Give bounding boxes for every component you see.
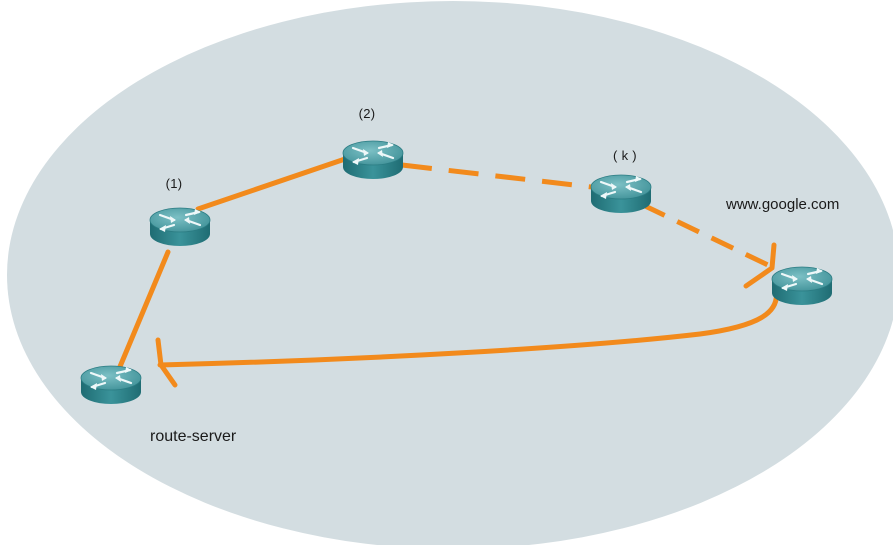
link-hop-2-hop-k (401, 162, 601, 191)
link-hop-1-hop-2 (195, 156, 348, 212)
router-icon (341, 139, 405, 181)
hop-2-label: (2) (358, 106, 376, 121)
router-hop-2 (341, 139, 405, 181)
route-server-label: route-server (150, 428, 237, 445)
router-icon (148, 206, 212, 248)
router-route-server (79, 364, 143, 406)
router-hop-k (589, 173, 653, 215)
google-label: www.google.com (726, 196, 840, 213)
link-route-server-hop-1 (116, 249, 171, 372)
router-icon (79, 364, 143, 406)
link-google-route-server (157, 287, 779, 368)
router-google (770, 265, 834, 307)
router-hop-1 (148, 206, 212, 248)
arrowhead-route-server (155, 337, 178, 388)
arrowhead-google (743, 242, 777, 289)
router-icon (770, 265, 834, 307)
link-hop-k-google (641, 202, 772, 269)
network-cloud (7, 1, 893, 545)
hop-k-label: ( k ) (613, 148, 637, 163)
router-icon (589, 173, 653, 215)
hop-1-label: (1) (165, 176, 183, 191)
